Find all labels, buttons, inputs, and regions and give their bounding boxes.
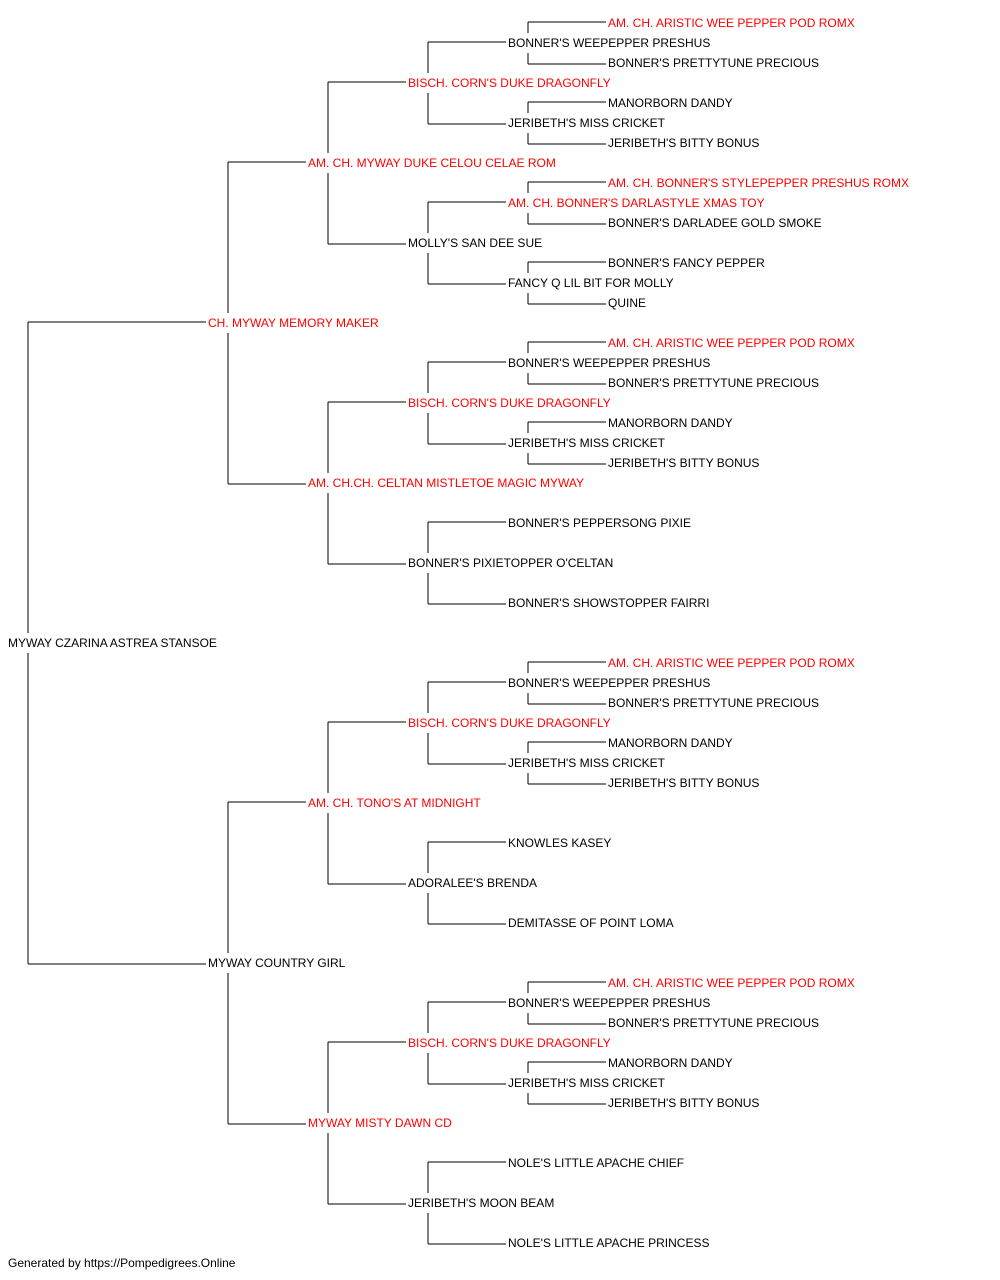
dog-name-gen5: AM. CH. BONNER'S STYLEPEPPER PRESHUS ROM… <box>608 176 909 190</box>
dog-name-gen5: BONNER'S PRETTYTUNE PRECIOUS <box>608 696 819 710</box>
dog-name-gen5: MANORBORN DANDY <box>608 736 733 750</box>
dog-name-gen2: AM. CH. TONO'S AT MIDNIGHT <box>308 796 481 810</box>
dog-name-gen5: BONNER'S DARLADEE GOLD SMOKE <box>608 216 822 230</box>
dog-name-gen5: MANORBORN DANDY <box>608 416 733 430</box>
dog-name-gen3: BONNER'S PIXIETOPPER O'CELTAN <box>408 556 613 570</box>
dog-name-gen5: MANORBORN DANDY <box>608 96 733 110</box>
dog-name-gen4: JERIBETH'S MISS CRICKET <box>508 1076 666 1090</box>
dog-name-gen2: MYWAY MISTY DAWN CD <box>308 1116 452 1130</box>
dog-name-gen4: JERIBETH'S MISS CRICKET <box>508 756 666 770</box>
dog-name-gen5: JERIBETH'S BITTY BONUS <box>608 136 759 150</box>
dog-name-gen5: BONNER'S FANCY PEPPER <box>608 256 765 270</box>
dog-name-gen4: DEMITASSE OF POINT LOMA <box>508 916 674 930</box>
dog-name-gen3: JERIBETH'S MOON BEAM <box>408 1196 554 1210</box>
dog-name-gen3: BISCH. CORN'S DUKE DRAGONFLY <box>408 76 611 90</box>
dog-name-gen5: QUINE <box>608 296 646 310</box>
dog-name-gen1: CH. MYWAY MEMORY MAKER <box>208 316 379 330</box>
dog-name-gen5: AM. CH. ARISTIC WEE PEPPER POD ROMX <box>608 656 855 670</box>
dog-name-gen4: BONNER'S WEEPEPPER PRESHUS <box>508 996 710 1010</box>
dog-name-gen4: NOLE'S LITTLE APACHE CHIEF <box>508 1156 684 1170</box>
dog-name-gen2: AM. CH. MYWAY DUKE CELOU CELAE ROM <box>308 156 556 170</box>
dog-name-gen5: BONNER'S PRETTYTUNE PRECIOUS <box>608 56 819 70</box>
dog-name-gen1: MYWAY COUNTRY GIRL <box>208 956 346 970</box>
footer-credit: Generated by https://Pompedigrees.Online <box>8 1256 236 1270</box>
dog-name-gen3: BISCH. CORN'S DUKE DRAGONFLY <box>408 716 611 730</box>
dog-name-gen4: AM. CH. BONNER'S DARLASTYLE XMAS TOY <box>508 196 765 210</box>
dog-name-gen2: AM. CH.CH. CELTAN MISTLETOE MAGIC MYWAY <box>308 476 584 490</box>
dog-name-gen4: BONNER'S WEEPEPPER PRESHUS <box>508 356 710 370</box>
dog-name-gen3: ADORALEE'S BRENDA <box>408 876 537 890</box>
dog-name-gen4: KNOWLES KASEY <box>508 836 611 850</box>
dog-name-gen4: JERIBETH'S MISS CRICKET <box>508 436 666 450</box>
dog-name-gen3: BISCH. CORN'S DUKE DRAGONFLY <box>408 396 611 410</box>
dog-name-gen5: AM. CH. ARISTIC WEE PEPPER POD ROMX <box>608 976 855 990</box>
dog-name-gen4: BONNER'S SHOWSTOPPER FAIRRI <box>508 596 709 610</box>
dog-name-gen5: JERIBETH'S BITTY BONUS <box>608 1096 759 1110</box>
dog-name-gen4: NOLE'S LITTLE APACHE PRINCESS <box>508 1236 709 1250</box>
dog-name-gen5: JERIBETH'S BITTY BONUS <box>608 456 759 470</box>
dog-name-gen5: BONNER'S PRETTYTUNE PRECIOUS <box>608 376 819 390</box>
dog-name-gen4: BONNER'S WEEPEPPER PRESHUS <box>508 36 710 50</box>
dog-name-gen3: MOLLY'S SAN DEE SUE <box>408 236 542 250</box>
dog-name-gen5: AM. CH. ARISTIC WEE PEPPER POD ROMX <box>608 336 855 350</box>
dog-name-gen0: MYWAY CZARINA ASTREA STANSOE <box>8 636 217 650</box>
dog-name-gen4: FANCY Q LIL BIT FOR MOLLY <box>508 276 674 290</box>
dog-name-gen4: JERIBETH'S MISS CRICKET <box>508 116 666 130</box>
dog-name-gen5: MANORBORN DANDY <box>608 1056 733 1070</box>
dog-name-gen5: BONNER'S PRETTYTUNE PRECIOUS <box>608 1016 819 1030</box>
dog-name-gen5: JERIBETH'S BITTY BONUS <box>608 776 759 790</box>
dog-name-gen5: AM. CH. ARISTIC WEE PEPPER POD ROMX <box>608 16 855 30</box>
dog-name-gen3: BISCH. CORN'S DUKE DRAGONFLY <box>408 1036 611 1050</box>
dog-name-gen4: BONNER'S WEEPEPPER PRESHUS <box>508 676 710 690</box>
dog-name-gen4: BONNER'S PEPPERSONG PIXIE <box>508 516 691 530</box>
